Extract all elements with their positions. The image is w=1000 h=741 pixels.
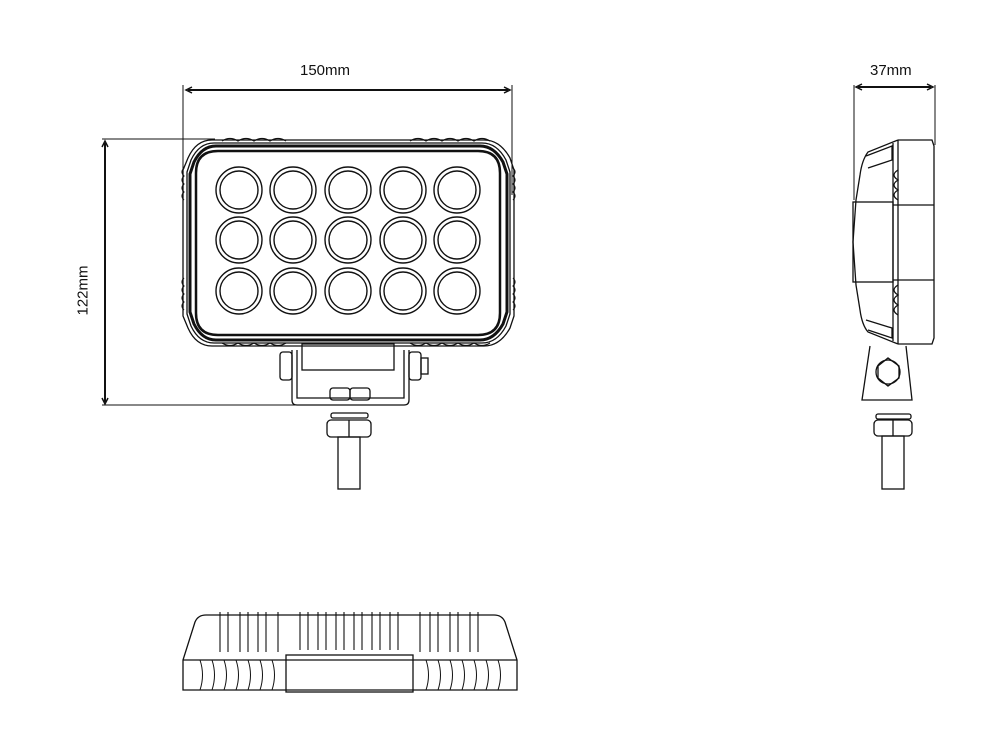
depth-dimension — [853, 83, 936, 200]
bottom-view — [182, 612, 518, 693]
led-row-1 — [215, 166, 481, 214]
height-dimension — [101, 138, 300, 406]
led-row-2 — [215, 216, 481, 264]
front-mount-bracket — [279, 343, 429, 490]
led-grid — [215, 166, 481, 315]
led-row-3 — [215, 267, 481, 315]
depth-dimension-label: 37mm — [870, 62, 912, 79]
front-view — [181, 137, 516, 347]
width-dimension-label: 150mm — [300, 62, 351, 79]
height-dimension-label: 122mm — [74, 265, 92, 316]
side-view — [852, 139, 935, 490]
